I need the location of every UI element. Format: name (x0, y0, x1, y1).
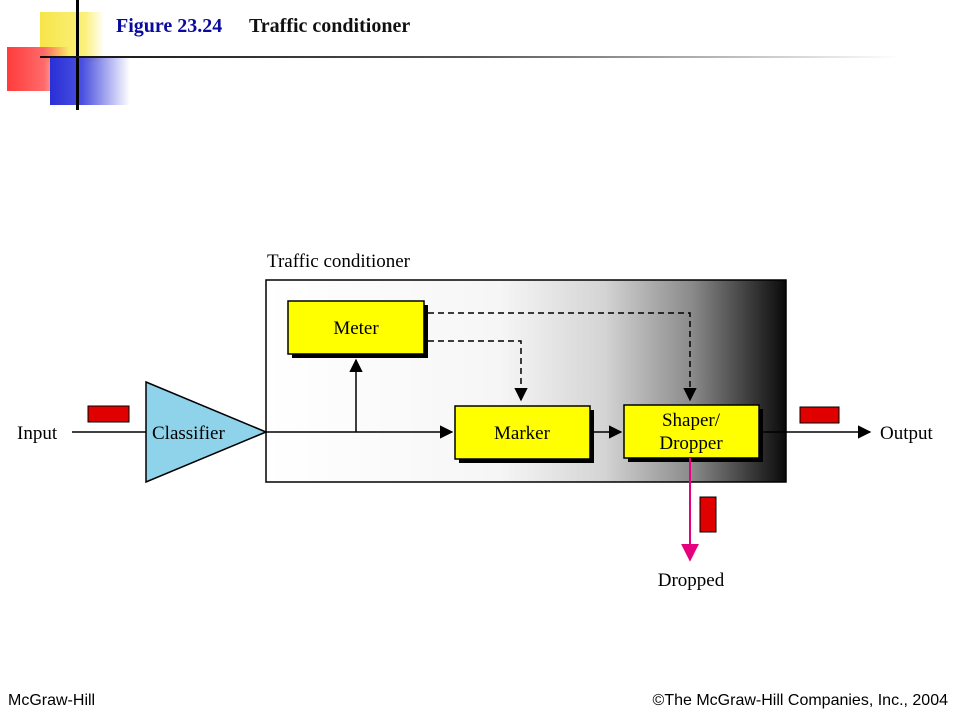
meter-to-shaper-dashed-line (428, 312, 697, 402)
footer-publisher: McGraw-Hill (8, 692, 96, 709)
marker-label: Marker (494, 423, 551, 444)
classifier-label: Classifier (152, 423, 225, 444)
marker-box (454, 405, 591, 460)
dropped-packet (699, 496, 717, 533)
figure-number: Figure 23.24 (116, 15, 223, 37)
decorative-title-underline (40, 56, 900, 58)
meter-box (287, 300, 425, 355)
meter-to-marker-dashed-line (428, 340, 528, 402)
shaper-dropper-box (623, 404, 760, 459)
shaper-label-line1: Shaper/ (662, 410, 721, 431)
input-label: Input (17, 423, 58, 444)
dropped-label: Dropped (658, 570, 725, 591)
figure-name: Traffic conditioner (248, 15, 411, 37)
shaper-label-line2: Dropper (659, 433, 723, 454)
output-label: Output (880, 423, 934, 444)
meter-label: Meter (333, 318, 379, 339)
output-packet (799, 406, 840, 424)
decorative-vertical-line (76, 0, 79, 110)
container-label: Traffic conditioner (267, 251, 411, 272)
footer-copyright: ©The McGraw-Hill Companies, Inc., 2004 (652, 692, 948, 709)
decorative-blue-square (50, 57, 130, 105)
slide-title: Figure 23.24 Traffic conditioner (116, 15, 410, 38)
input-packet (87, 405, 130, 423)
classifier-triangle (145, 380, 268, 484)
